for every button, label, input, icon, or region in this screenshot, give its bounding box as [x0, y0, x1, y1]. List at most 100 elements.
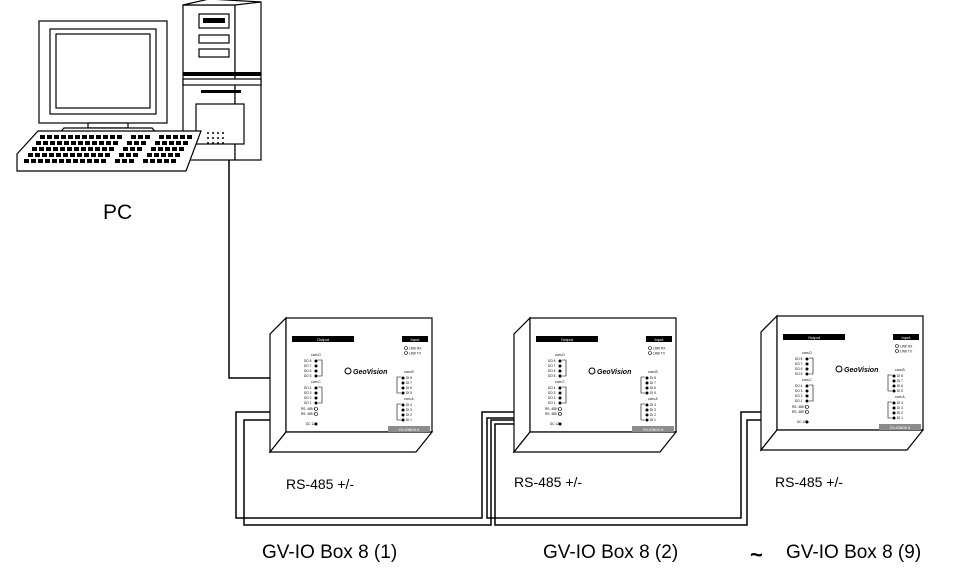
keyboard-key: [68, 135, 73, 139]
do-terminal: [314, 369, 318, 373]
keyboard-key: [36, 141, 41, 145]
com-a-label: com.A: [895, 395, 905, 399]
keyboard-key: [81, 147, 86, 151]
keyboard-key: [38, 159, 43, 163]
keyboard-key: [40, 135, 45, 139]
rs485-terminal-label: RS- 485 TX: [792, 410, 809, 414]
keyboard-key: [77, 153, 82, 157]
do-label: DO 8: [548, 359, 556, 363]
keyboard-key: [179, 147, 184, 151]
di-terminal: [892, 406, 896, 410]
keyboard-key: [103, 135, 108, 139]
do-terminal: [314, 386, 318, 390]
led-label: LINK TX: [653, 352, 666, 356]
keyboard-key: [123, 147, 128, 151]
led-label: LINK RX: [653, 347, 666, 351]
keyboard-key: [75, 135, 80, 139]
do-label: DO 4: [304, 386, 312, 390]
do-label: DO 8: [304, 359, 312, 363]
keyboard-key: [131, 135, 136, 139]
di-terminal: [645, 386, 649, 390]
keyboard-key: [101, 159, 106, 163]
di-label: DI 2: [406, 413, 412, 417]
keyboard-key: [95, 147, 100, 151]
pc-tower-icon: [182, 0, 262, 161]
do-terminal: [805, 362, 809, 366]
com-d-label: com.D: [555, 353, 565, 357]
com-b-label: com.B: [404, 370, 414, 374]
do-label: DO 5: [304, 374, 312, 378]
keyboard-key: [31, 159, 36, 163]
led-indicator: [895, 349, 899, 353]
rs485-terminal: [558, 412, 562, 416]
rs485-terminal-label: RS- 485 TX: [301, 412, 318, 416]
box-side: [513, 316, 531, 454]
di-terminal: [401, 391, 405, 395]
do-terminal: [558, 391, 562, 395]
rs485-terminal-label: RS- 485 RX: [545, 407, 563, 411]
di-label: DI 6: [650, 386, 656, 390]
keyboard-key: [117, 135, 122, 139]
do-label: DO 4: [795, 384, 803, 388]
keyboard-key: [162, 141, 167, 145]
rs485-terminal: [314, 407, 318, 411]
keyboard-key: [61, 135, 66, 139]
com-b-label: com.B: [648, 370, 658, 374]
keyboard-key: [52, 159, 57, 163]
power-label: DC 12V: [797, 420, 809, 424]
rs485-label-box-2: RS-485 +/-: [514, 474, 583, 490]
keyboard-key: [106, 141, 111, 145]
keyboard-key: [141, 141, 146, 145]
di-terminal: [645, 408, 649, 412]
keyboard-key: [169, 141, 174, 145]
di-terminal: [892, 401, 896, 405]
keyboard-key: [98, 153, 103, 157]
keyboard-key: [96, 135, 101, 139]
keyboard-key: [150, 159, 155, 163]
di-label: DI 2: [897, 411, 903, 415]
model-label: GV-IOBOX 8: [890, 426, 911, 430]
rs485-terminal-label: RS- 485 TX: [545, 412, 562, 416]
keyboard-key: [87, 159, 92, 163]
do-label: DO 1: [304, 401, 312, 405]
rs485-terminal: [314, 412, 318, 416]
keyboard-key: [45, 159, 50, 163]
rs485-label-box-1: RS-485 +/-: [286, 476, 355, 492]
keyboard-key: [54, 135, 59, 139]
rs485-terminal: [805, 405, 809, 409]
di-label: DI 2: [650, 413, 656, 417]
keyboard-key: [172, 147, 177, 151]
com-c-label: com.C: [311, 380, 321, 384]
led-label: LINK RX: [409, 347, 422, 351]
do-terminal: [558, 369, 562, 373]
di-terminal: [401, 408, 405, 412]
keyboard-key: [134, 141, 139, 145]
keyboard-key: [85, 141, 90, 145]
rs485-terminal: [805, 410, 809, 414]
rs485-bus-cables: [235, 411, 776, 526]
keyboard-key: [105, 153, 110, 157]
keyboard-key: [71, 141, 76, 145]
keyboard-key: [110, 135, 115, 139]
keyboard-key: [161, 153, 166, 157]
keyboard-key: [129, 159, 134, 163]
di-label: DI 8: [650, 376, 656, 380]
do-terminal: [314, 396, 318, 400]
di-label: DI 3: [650, 408, 656, 412]
do-terminal: [314, 364, 318, 368]
keyboard-key: [80, 159, 85, 163]
com-d-label: com.D: [311, 353, 321, 357]
output-header-bar: [292, 336, 354, 342]
brand-logo-icon: [588, 367, 596, 375]
do-terminal: [805, 399, 809, 403]
di-terminal: [645, 418, 649, 422]
power-label: DC 12V: [306, 422, 318, 426]
keyboard-key: [147, 153, 152, 157]
input-title: Input: [411, 337, 421, 342]
do-terminal: [805, 372, 809, 376]
keyboard-key: [74, 147, 79, 151]
keyboard-key: [113, 141, 118, 145]
